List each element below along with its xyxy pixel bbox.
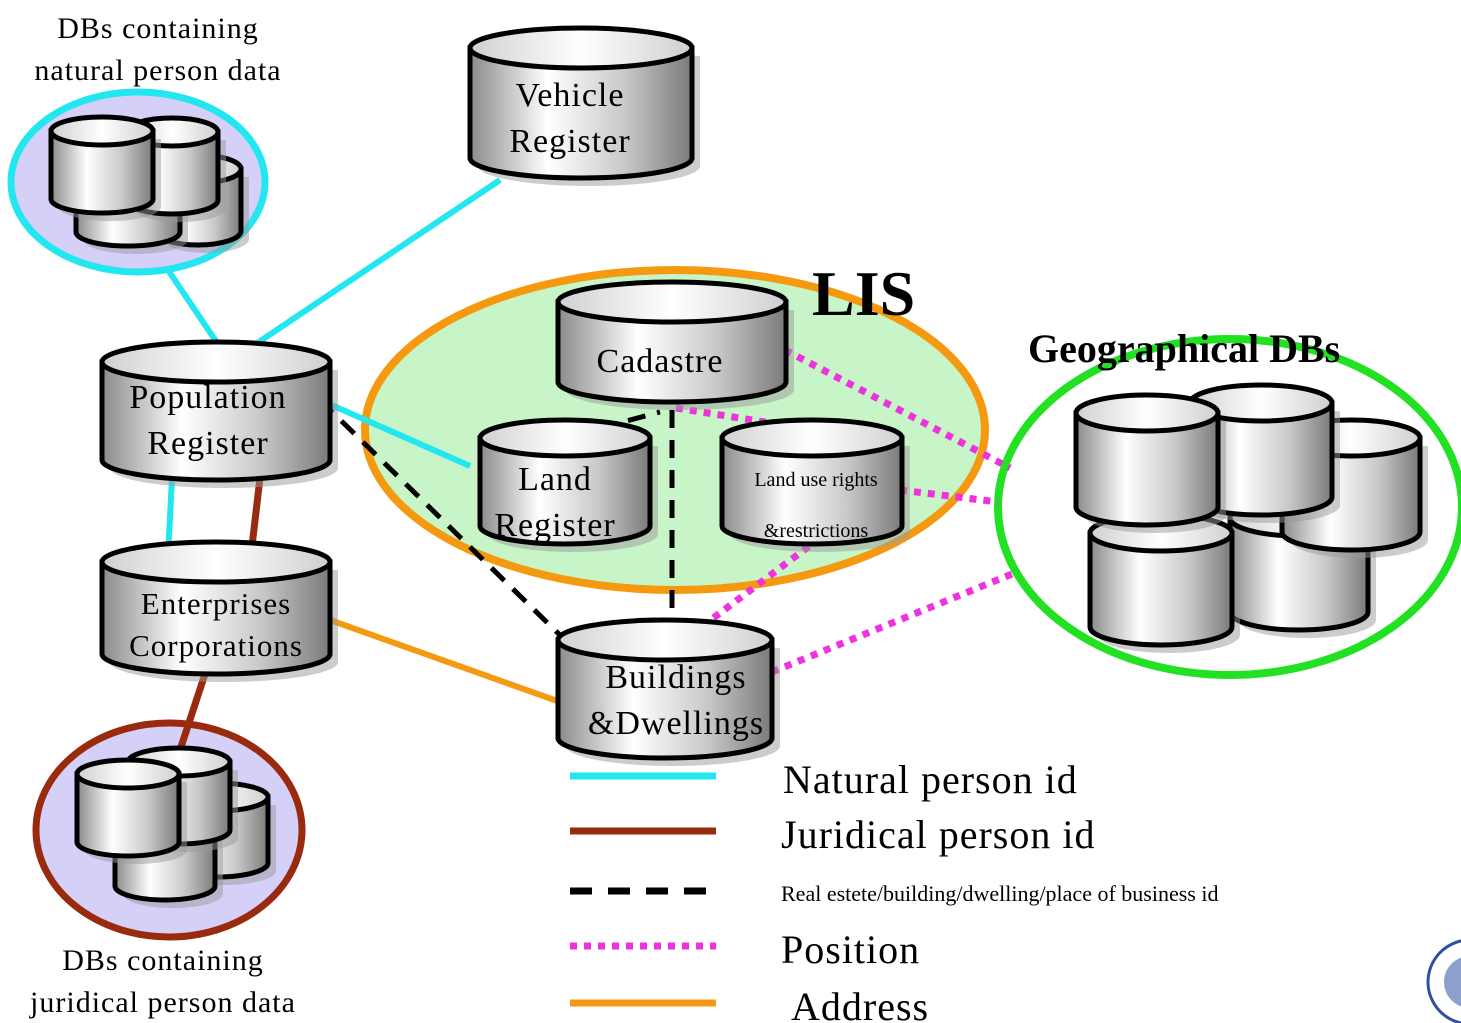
realestate-id-population-buildings bbox=[318, 398, 567, 642]
population-register-label-1: Population bbox=[129, 379, 286, 416]
land-register-label-1: Land bbox=[518, 461, 592, 498]
legend-label-1: Natural person id bbox=[783, 757, 1078, 802]
legend-label-4: Position bbox=[781, 927, 920, 972]
legend-label-2: Juridical person id bbox=[781, 812, 1096, 857]
land-use-rights-label-1: Land use rights bbox=[754, 469, 878, 491]
position-buildings-geo bbox=[770, 570, 1014, 676]
buildings-dwellings-label-1: Buildings bbox=[605, 659, 746, 696]
natural-db-cylinder-1 bbox=[48, 114, 161, 221]
enterprises-corporations-label-1: Enterprises bbox=[141, 586, 291, 621]
position-landuse-buildings bbox=[697, 535, 823, 631]
geographical-dbs-title: Geographical DBs bbox=[1028, 326, 1340, 371]
finnish-logo-fragment bbox=[1426, 939, 1461, 1023]
juridical-db-cylinder-1 bbox=[74, 757, 187, 864]
geo-db-cylinder-4 bbox=[1087, 512, 1240, 653]
address-enterprises-buildings bbox=[328, 617, 562, 705]
juridical-db-caption-line1: DBs containing bbox=[62, 944, 264, 977]
enterprises-corporations-label-2: Corporations bbox=[129, 628, 303, 663]
database-cylinders bbox=[48, 25, 1428, 908]
legend-label-3: Real estete/building/dwelling/place of b… bbox=[781, 881, 1218, 906]
lis-title: LIS bbox=[812, 258, 915, 329]
legend-label-5: Address bbox=[791, 984, 929, 1023]
node-labels: VehicleRegisterPopulationRegisterEnterpr… bbox=[129, 77, 878, 742]
vehicle-register-cylinder bbox=[467, 25, 700, 186]
buildings-dwellings-cylinder bbox=[555, 617, 780, 766]
position-cadastre-geo bbox=[783, 346, 1012, 472]
buildings-dwellings-label-2: &Dwellings bbox=[588, 705, 764, 742]
natural-db-caption-line1: DBs containing bbox=[57, 12, 259, 45]
cadastre-label-1: Cadastre bbox=[597, 343, 724, 380]
natural-db-caption-line2: natural person data bbox=[34, 54, 281, 87]
juridical-db-caption-line2: juridical person data bbox=[29, 986, 296, 1019]
natural-id-vehicle-population bbox=[230, 177, 502, 363]
population-register-cylinder bbox=[99, 339, 338, 488]
legend: Natural person id Juridical person id Real… bbox=[570, 757, 1218, 1023]
enterprises-corporations-cylinder bbox=[99, 539, 338, 682]
juridical-id-population-enterprises bbox=[248, 477, 264, 547]
position-landuse-geo bbox=[899, 486, 999, 506]
geo-db-cylinder-1 bbox=[1073, 392, 1226, 533]
population-register-label-2: Register bbox=[147, 425, 268, 462]
vehicle-register-label-2: Register bbox=[509, 123, 630, 160]
cadastre-cylinder bbox=[555, 279, 794, 410]
land-register-cylinder bbox=[477, 417, 658, 552]
natural-id-population-land bbox=[318, 397, 472, 469]
land-use-rights-cylinder bbox=[719, 417, 910, 552]
vehicle-register-label-1: Vehicle bbox=[516, 77, 625, 114]
juridical-id-enterprises-group bbox=[176, 672, 209, 752]
land-register-label-2: Register bbox=[494, 507, 615, 544]
land-use-rights-label-2: &restrictions bbox=[764, 520, 869, 542]
